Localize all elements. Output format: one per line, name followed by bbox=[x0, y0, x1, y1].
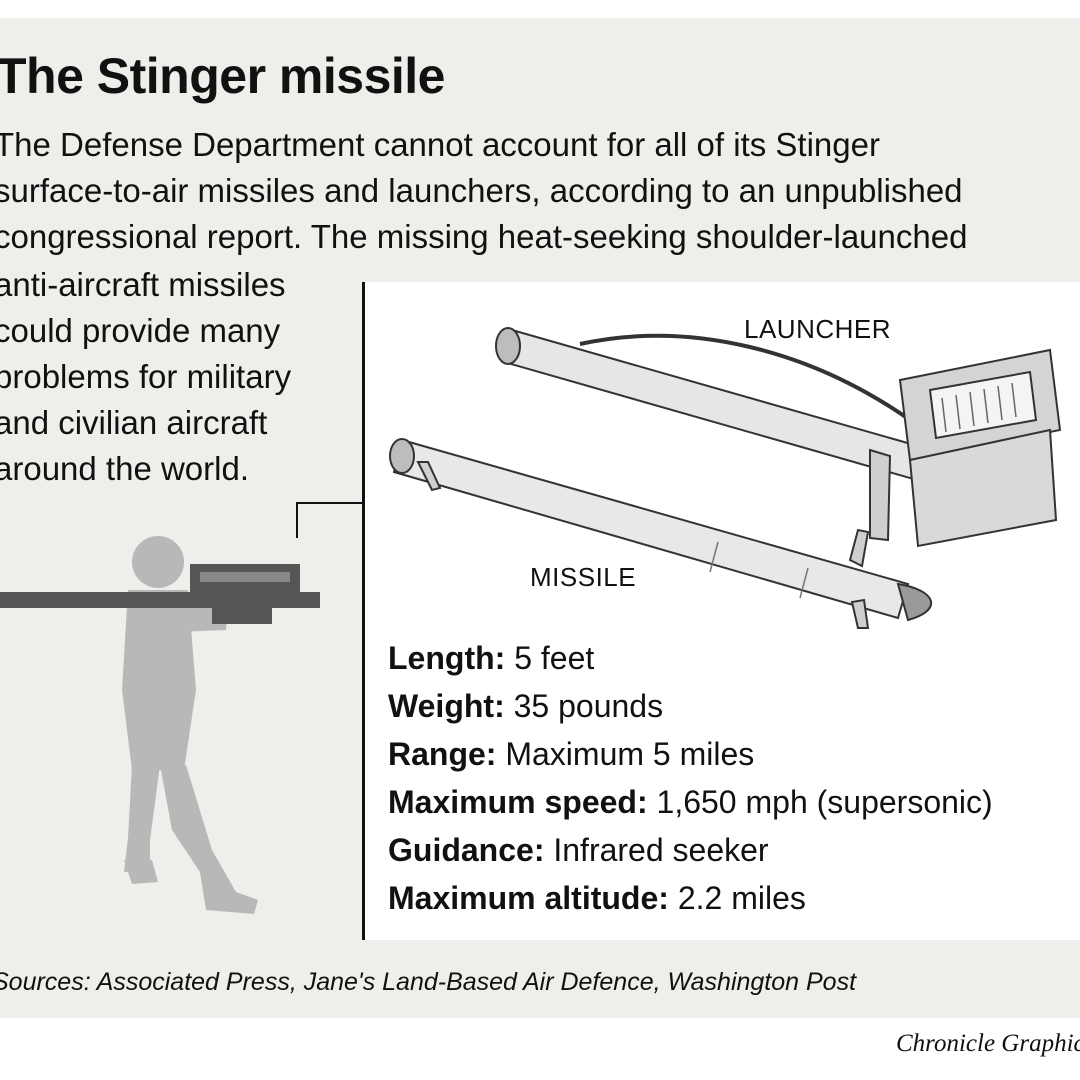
graphic-title: The Stinger missile bbox=[0, 48, 445, 104]
spec-range: Range: Maximum 5 miles bbox=[388, 730, 754, 778]
soldier-silhouette-icon bbox=[0, 536, 320, 914]
spec-label: Maximum altitude: bbox=[388, 880, 669, 916]
missile-label: MISSILE bbox=[530, 562, 637, 592]
intro-line-1: The Defense Department cannot account fo… bbox=[0, 126, 880, 163]
spec-guidance: Guidance: Infrared seeker bbox=[388, 826, 769, 874]
leader-line-vertical bbox=[296, 502, 298, 538]
divider-line bbox=[362, 282, 365, 940]
spec-label: Guidance: bbox=[388, 832, 545, 868]
spec-maximum-altitude: Maximum altitude: 2.2 miles bbox=[388, 874, 806, 922]
graphic-credit: Chronicle Graphic bbox=[896, 1030, 1080, 1057]
spec-label: Weight: bbox=[388, 688, 505, 724]
launcher-illustration-icon bbox=[495, 327, 1062, 548]
intro-wrap-line-4: and civilian aircraft bbox=[0, 404, 268, 441]
intro-line-3: congressional report. The missing heat-s… bbox=[0, 218, 968, 255]
spec-value: 35 pounds bbox=[513, 688, 664, 724]
spec-length: Length: 5 feet bbox=[388, 634, 594, 682]
spec-value: Maximum 5 miles bbox=[505, 736, 755, 772]
spec-value: Infrared seeker bbox=[553, 832, 769, 868]
spec-label: Maximum speed: bbox=[388, 784, 648, 820]
spec-label: Range: bbox=[388, 736, 497, 772]
missile-illustration-icon bbox=[389, 438, 932, 629]
leader-line bbox=[296, 502, 364, 504]
intro-line-2: surface-to-air missiles and launchers, a… bbox=[0, 172, 963, 209]
intro-wrap-line-3: problems for military bbox=[0, 358, 292, 395]
spec-label: Length: bbox=[388, 640, 506, 676]
intro-wrap-line-1: anti-aircraft missiles bbox=[0, 266, 286, 303]
spec-value: 5 feet bbox=[514, 640, 595, 676]
intro-wrap-line-2: could provide many bbox=[0, 312, 281, 349]
spec-maximum-speed: Maximum speed: 1,650 mph (supersonic) bbox=[388, 778, 993, 826]
launcher-label: LAUNCHER bbox=[744, 314, 892, 344]
spec-value: 1,650 mph (supersonic) bbox=[656, 784, 993, 820]
sources-credit: Sources: Associated Press, Jane's Land-B… bbox=[0, 968, 857, 996]
spec-value: 2.2 miles bbox=[677, 880, 806, 916]
spec-weight: Weight: 35 pounds bbox=[388, 682, 663, 730]
intro-wrap-line-5: around the world. bbox=[0, 450, 249, 487]
